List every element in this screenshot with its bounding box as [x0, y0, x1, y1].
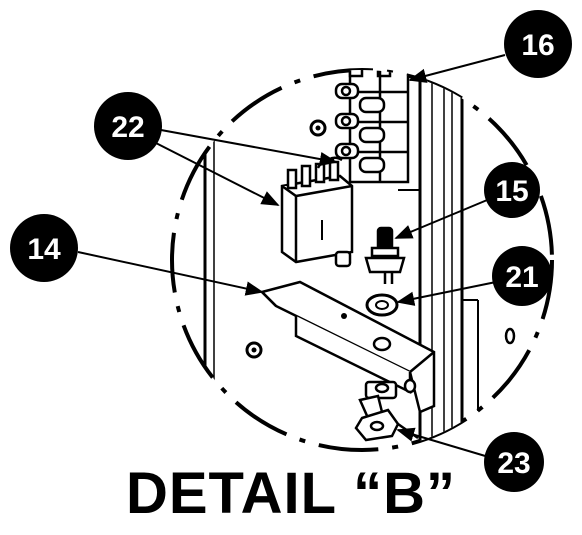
- callout-15: 15: [484, 162, 540, 218]
- leader-16: [408, 54, 506, 83]
- mounting-bracket: [259, 280, 436, 414]
- callout-21-label: 21: [505, 261, 538, 294]
- callout-16: 16: [504, 10, 572, 78]
- pressure-switch: [364, 226, 406, 284]
- terminal-block: [334, 70, 410, 184]
- callout-22-label: 22: [111, 111, 144, 144]
- detail-contents: [203, 70, 516, 450]
- callout-23: 23: [484, 432, 544, 492]
- callout-16-label: 16: [521, 29, 554, 62]
- leader-23: [396, 427, 493, 459]
- washer: [365, 293, 399, 317]
- callout-22: 22: [94, 92, 162, 160]
- leader-22a: [149, 127, 338, 167]
- leader-21: [396, 281, 497, 306]
- leader-15: [394, 197, 493, 239]
- callout-21: 21: [492, 246, 552, 306]
- leader-lines: [77, 54, 506, 459]
- callout-14: 14: [10, 214, 78, 282]
- leader-22b: [149, 139, 280, 206]
- leader-14: [77, 251, 264, 296]
- callout-15-label: 15: [495, 175, 528, 208]
- vertical-rail: [418, 70, 464, 450]
- relay: [280, 156, 354, 268]
- detail-title: DETAIL “B”: [125, 461, 457, 526]
- callout-23-label: 23: [497, 447, 530, 480]
- callout-14-label: 14: [27, 233, 61, 266]
